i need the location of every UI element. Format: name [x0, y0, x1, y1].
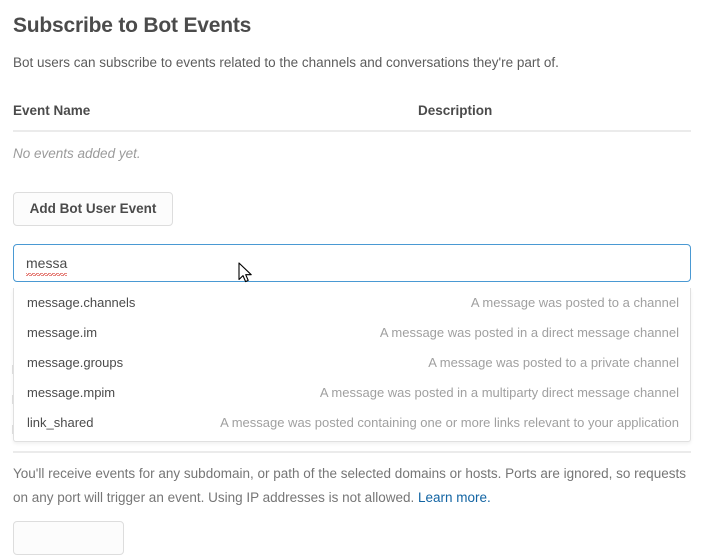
dropdown-option-name: message.channels [27, 295, 136, 310]
footer-note-text: You'll receive events for any subdomain,… [13, 466, 686, 505]
bot-events-settings-page: Subscribe to Bot Events Bot users can su… [12, 14, 691, 555]
dropdown-option[interactable]: message.mpim A message was posted in a m… [14, 378, 690, 408]
dropdown-option-name: link_shared [27, 415, 94, 430]
dropdown-option-description: A message was posted containing one or m… [220, 415, 679, 430]
footer-note: You'll receive events for any subdomain,… [13, 462, 691, 510]
page-description: Bot users can subscribe to events relate… [13, 55, 559, 70]
dropdown-option-name: message.mpim [27, 385, 116, 400]
page-title: Subscribe to Bot Events [13, 14, 252, 37]
learn-more-link[interactable]: Learn more. [417, 490, 491, 505]
event-suggestions-dropdown[interactable]: message.channels A message was posted to… [13, 288, 691, 442]
add-bot-user-event-button[interactable]: Add Bot User Event [13, 192, 173, 226]
dropdown-option-description: A message was posted in a multiparty dir… [319, 385, 679, 400]
column-header-event-name: Event Name [13, 103, 91, 118]
dropdown-option[interactable]: message.im A message was posted in a dir… [14, 318, 690, 348]
events-table-header: Event Name Description [13, 103, 691, 125]
dropdown-option[interactable]: link_shared A message was posted contain… [14, 408, 690, 438]
dropdown-option-name: message.im [27, 325, 98, 340]
dropdown-option[interactable]: message.groups A message was posted to a… [14, 348, 690, 378]
empty-state-message: No events added yet. [13, 146, 141, 161]
dropdown-option-name: message.groups [27, 355, 124, 370]
event-search-combobox[interactable]: messa [13, 244, 691, 282]
dropdown-option-description: A message was posted to a channel [470, 295, 679, 310]
column-header-description: Description [418, 103, 493, 118]
table-header-divider [13, 130, 691, 132]
dropdown-option[interactable]: message.channels A message was posted to… [14, 288, 690, 318]
event-search-input[interactable] [13, 244, 691, 282]
bottom-cutoff-button[interactable] [13, 521, 124, 555]
section-divider [13, 451, 691, 453]
dropdown-option-description: A message was posted to a private channe… [428, 355, 679, 370]
dropdown-option-description: A message was posted in a direct message… [379, 325, 679, 340]
